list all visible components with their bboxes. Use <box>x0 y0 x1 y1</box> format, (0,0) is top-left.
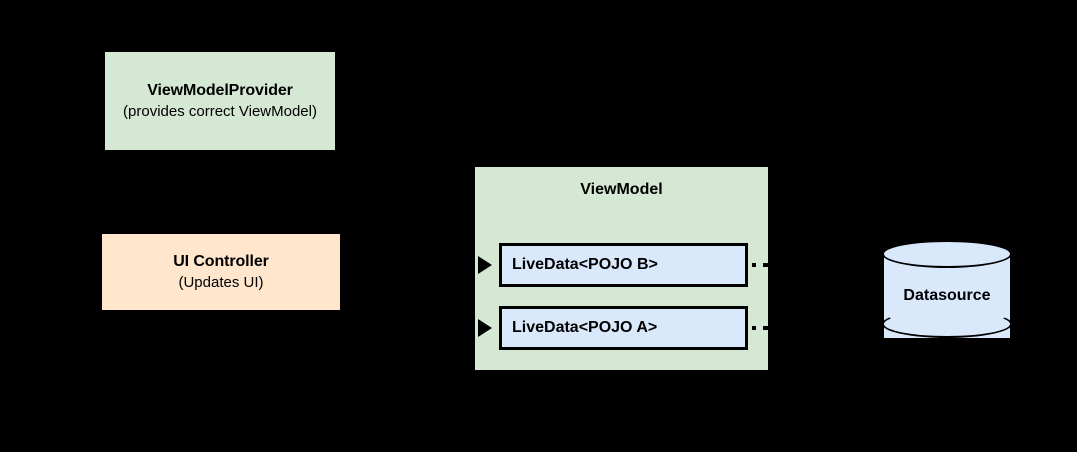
dashed-connector-a-segment-1 <box>752 326 756 330</box>
arrowhead-icon-livedata-a <box>478 319 492 337</box>
viewmodel-title: ViewModel <box>580 181 663 198</box>
node-viewmodel-provider[interactable]: ViewModelProvider (provides correct View… <box>105 52 335 150</box>
ui-controller-title: UI Controller <box>173 252 269 270</box>
arrowhead-icon-livedata-b <box>478 256 492 274</box>
ui-controller-subtitle: (Updates UI) <box>178 273 264 291</box>
cylinder-top-ellipse <box>882 240 1012 268</box>
node-datasource[interactable]: Datasource <box>882 240 1012 352</box>
cylinder-bottom-ellipse <box>882 310 1012 338</box>
dashed-connector-a-segment-2 <box>763 326 769 330</box>
node-ui-controller[interactable]: UI Controller (Updates UI) <box>102 234 340 310</box>
node-viewmodel[interactable]: ViewModel LiveData<POJO B> LiveData<POJO… <box>475 167 769 370</box>
node-livedata-pojo-b[interactable]: LiveData<POJO B> <box>499 243 748 287</box>
dashed-connector-b-segment-1 <box>752 263 756 267</box>
dashed-connector-b-segment-2 <box>763 263 769 267</box>
node-livedata-pojo-a[interactable]: LiveData<POJO A> <box>499 306 748 350</box>
viewmodel-provider-subtitle: (provides correct ViewModel) <box>123 102 317 120</box>
viewmodel-provider-title: ViewModelProvider <box>147 81 293 99</box>
datasource-label: Datasource <box>903 287 991 304</box>
